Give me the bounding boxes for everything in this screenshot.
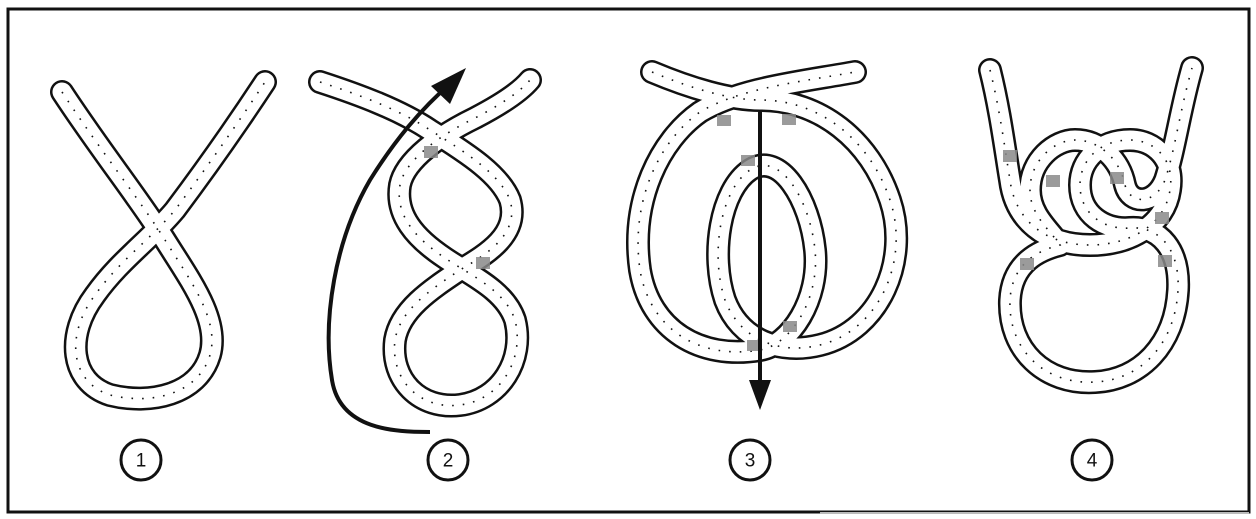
crossing-shade — [782, 114, 796, 125]
crossing-shade — [1020, 258, 1034, 270]
step-2-marker: 2 — [428, 440, 468, 480]
step-3-marker: 3 — [730, 440, 770, 480]
step-3-label: 3 — [745, 451, 756, 472]
crossing-shade — [1046, 175, 1060, 187]
crossing-shade — [1003, 150, 1017, 162]
crossing-shade — [717, 115, 731, 126]
crossing-shade — [741, 155, 755, 166]
crossing-shade — [1110, 172, 1124, 184]
crossing-shade — [424, 146, 438, 158]
crossing-shade — [1158, 255, 1172, 267]
step-1-marker: 1 — [121, 440, 161, 480]
step-4-marker: 4 — [1072, 440, 1112, 480]
step-1-label: 1 — [136, 451, 147, 472]
step-2-label: 2 — [443, 451, 454, 472]
step-4-label: 4 — [1087, 451, 1098, 472]
crossing-shade — [783, 321, 797, 332]
crossing-shade — [476, 257, 490, 269]
crossing-shade — [1155, 212, 1169, 224]
